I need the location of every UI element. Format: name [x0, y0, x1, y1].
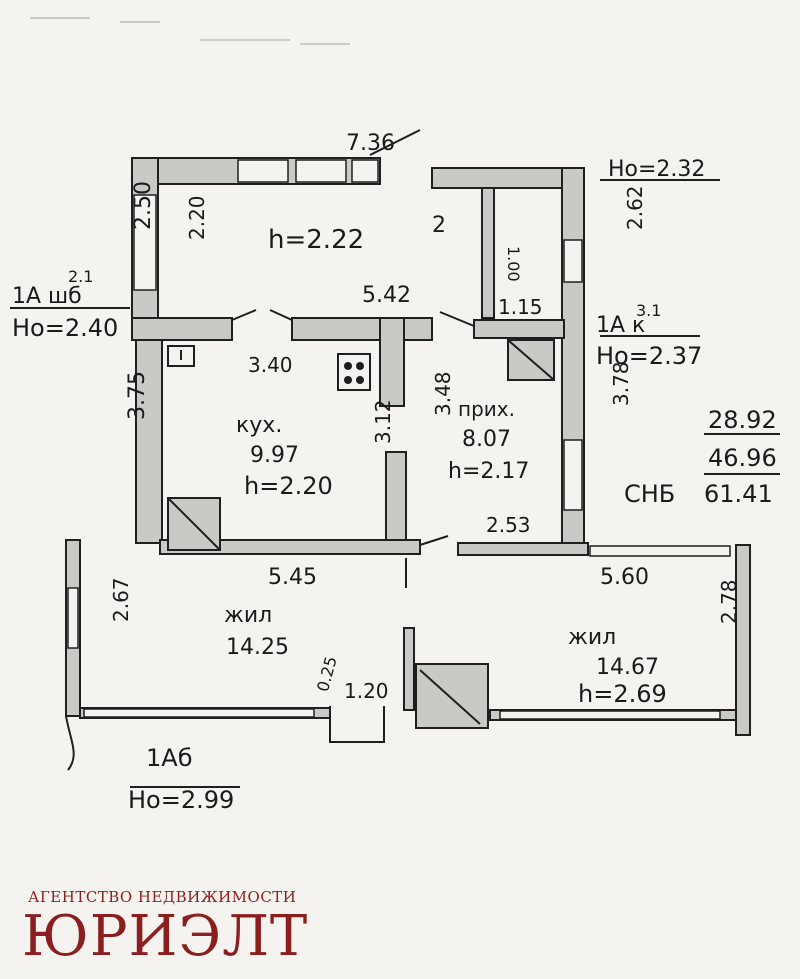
kitchen-area: 9.97 — [250, 443, 299, 468]
kitchen-depth-2: 3.48 — [431, 371, 455, 416]
hall-right: 3.78 — [609, 361, 633, 406]
kitchen-height: h=2.20 — [244, 472, 333, 500]
annotations: 7.36 Hо=2.32 2.50 2.20 h=2.22 2 1.00 2.6… — [12, 131, 777, 814]
living1-area: 14.25 — [226, 635, 289, 660]
walls — [65, 157, 751, 736]
area-3-prefix: СНБ — [624, 480, 675, 508]
living2-name: жил — [568, 625, 616, 650]
hall-width: 2.53 — [486, 513, 531, 537]
living2-side: 2.78 — [717, 579, 741, 624]
vestibule-right: 2.62 — [623, 185, 647, 230]
partition-width: 1.20 — [344, 679, 389, 703]
dim-left-wall: 2.50 — [131, 181, 156, 230]
upper-room-height: h=2.22 — [268, 225, 364, 255]
living2-width: 5.60 — [600, 565, 649, 590]
partition-opening — [329, 558, 407, 743]
bottom-label-bottom: Hо=2.99 — [128, 786, 234, 814]
stove-icon — [337, 353, 371, 391]
right-label-sup: 3.1 — [636, 301, 661, 320]
area-2: 46.96 — [708, 444, 777, 472]
left-label-bottom: Hо=2.40 — [12, 314, 118, 342]
brand-logo: ЮРИЭЛТ — [22, 904, 309, 969]
windows — [67, 159, 731, 720]
right-label-bottom: Hо=2.37 — [596, 342, 702, 370]
left-label-sup: 2.1 — [68, 267, 93, 286]
living1-side: 2.67 — [109, 577, 133, 622]
sink-icon — [167, 345, 195, 367]
hall-height: h=2.17 — [448, 459, 529, 484]
dim-kitchen-left: 3.75 — [125, 371, 150, 420]
entry-curve — [65, 715, 75, 771]
total-width: 7.36 — [346, 131, 395, 156]
dim-left-window: 2.20 — [185, 195, 209, 240]
brand-subtitle: АГЕНТСТВО НЕДВИЖИМОСТИ — [28, 888, 297, 906]
mid-width: 5.42 — [362, 283, 411, 308]
area-1: 28.92 — [708, 406, 777, 434]
hall-name: прих. — [458, 397, 515, 421]
kitchen-width: 3.40 — [248, 353, 293, 377]
partition-small: 0.25 — [313, 654, 341, 693]
living1-width: 5.45 — [268, 565, 317, 590]
vestibule-number: 2 — [432, 213, 446, 238]
ducts — [167, 339, 555, 729]
living2-height: h=2.69 — [578, 680, 667, 708]
living1-name: жил — [224, 603, 272, 628]
right-label-top: 1А к — [596, 313, 645, 338]
kitchen-depth-1: 3.12 — [371, 399, 395, 444]
top-scan-noise — [30, 17, 350, 45]
kitchen-name: кух. — [236, 413, 282, 438]
door-swings — [231, 187, 504, 546]
bottom-label-top: 1Аб — [146, 744, 193, 772]
leader-lines — [10, 129, 780, 788]
unit2-height: Hо=2.32 — [608, 157, 705, 182]
area-3: 61.41 — [704, 480, 773, 508]
hall-area: 8.07 — [462, 427, 511, 452]
vestibule-width: 1.00 — [504, 246, 523, 282]
living2-area: 14.67 — [596, 655, 659, 680]
left-label-top: 1А шб — [12, 284, 82, 309]
vest-bottom: 1.15 — [498, 295, 543, 319]
